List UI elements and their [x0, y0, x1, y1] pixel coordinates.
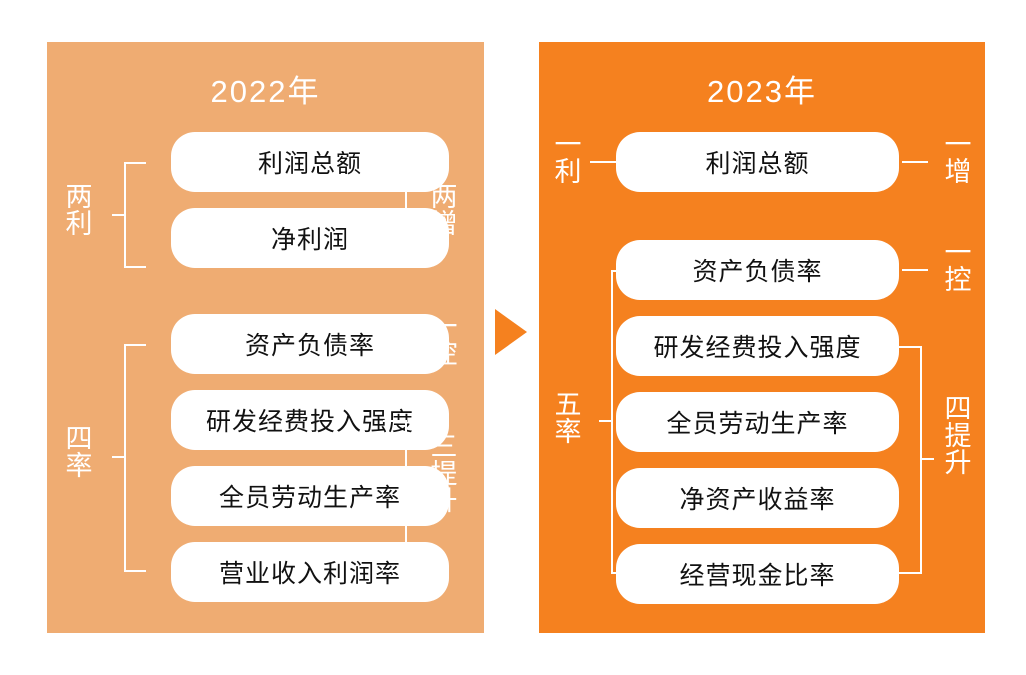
- connector-dash-one-control-2023: [902, 269, 928, 271]
- right-triangle-arrow-icon: [495, 309, 527, 355]
- connector-dash-one-profit-2023: [590, 161, 616, 163]
- item-box-cash-ratio-2023[interactable]: 经营现金比率: [616, 544, 899, 604]
- side-label-one-profit-2023: 一利: [550, 130, 581, 184]
- item-box-net-profit-2022[interactable]: 净利润: [171, 208, 449, 268]
- side-label-one-control-2022: 一控: [426, 312, 457, 366]
- panel-2022: 2022年 利润总额 净利润 资产负债率 研发经费投入强度 全员劳动生产率 营业…: [47, 42, 484, 633]
- item-box-debt-ratio-2023[interactable]: 资产负债率: [616, 240, 899, 300]
- item-box-profit-total-2022[interactable]: 利润总额: [171, 132, 449, 192]
- side-label-three-improve-2022: 三提升: [426, 432, 457, 513]
- item-box-labor-productivity-2022[interactable]: 全员劳动生产率: [171, 466, 449, 526]
- side-label-one-growth-2023: 一增: [940, 130, 971, 184]
- side-label-five-rates-2023: 五率: [550, 390, 581, 444]
- item-box-roe-2023[interactable]: 净资产收益率: [616, 468, 899, 528]
- connector-dash-one-control-2022: [387, 343, 413, 345]
- side-label-one-control-2023: 一控: [940, 238, 971, 292]
- side-label-two-profits-2022: 两利: [61, 182, 92, 236]
- item-box-labor-productivity-2023[interactable]: 全员劳动生产率: [616, 392, 899, 452]
- item-box-rd-intensity-2023[interactable]: 研发经费投入强度: [616, 316, 899, 376]
- side-label-two-growth-2022: 两增: [426, 182, 457, 236]
- item-box-operating-margin-2022[interactable]: 营业收入利润率: [171, 542, 449, 602]
- panel-2022-title: 2022年: [210, 74, 321, 109]
- connector-dash-one-growth-2023: [902, 161, 928, 163]
- panel-2023-title: 2023年: [707, 74, 817, 109]
- item-box-rd-intensity-2022[interactable]: 研发经费投入强度: [171, 390, 449, 450]
- side-label-four-improve-2023: 四提升: [940, 394, 971, 475]
- item-box-profit-total-2023[interactable]: 利润总额: [616, 132, 899, 192]
- side-label-four-rates-2022: 四率: [61, 424, 92, 478]
- panel-2023: 2023年 利润总额 资产负债率 研发经费投入强度 全员劳动生产率 净资产收益率…: [539, 42, 985, 633]
